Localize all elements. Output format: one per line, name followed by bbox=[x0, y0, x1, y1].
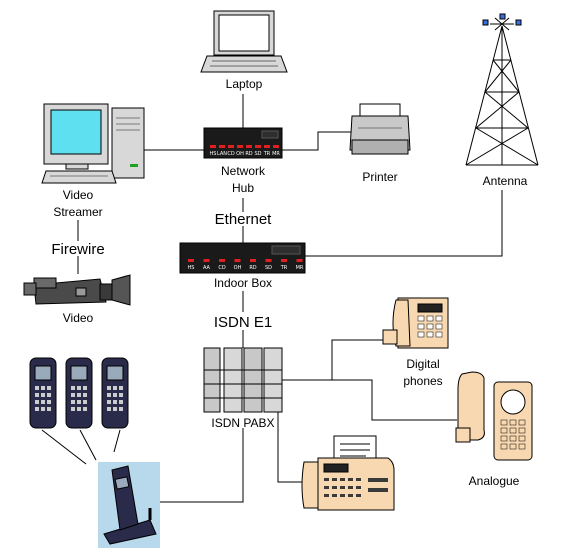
indoor-box-led-label: RD bbox=[249, 265, 256, 271]
indoor-box-led bbox=[188, 259, 194, 262]
laptop-icon bbox=[200, 10, 288, 73]
analogue-label: Analogue bbox=[469, 474, 520, 488]
indoor-box-led-label: CD bbox=[218, 265, 225, 271]
pabx-analogue-wire bbox=[282, 379, 457, 421]
digital-phones-label-line1: Digital bbox=[406, 357, 439, 371]
cordless-phone-icon bbox=[98, 462, 160, 548]
hub-led-label: OH bbox=[236, 151, 244, 157]
fax-machine-icon bbox=[301, 435, 395, 511]
indoor-box-led-label: SD bbox=[265, 265, 272, 271]
hub-led-label: SD bbox=[254, 151, 261, 157]
indoor-box-icon: HS AA CD OH RD SD TR MR bbox=[179, 242, 306, 274]
hub-printer-wire bbox=[282, 131, 352, 151]
printer-icon bbox=[349, 103, 411, 155]
hub-led-label: HS bbox=[210, 151, 217, 157]
isdn-e1-label: ISDN E1 bbox=[214, 314, 272, 331]
pabx-cordless-wire bbox=[160, 428, 244, 503]
hub-led-label: LAN bbox=[217, 151, 227, 157]
mobile-handset-icon bbox=[65, 357, 93, 429]
indoor-box-led-label: TR bbox=[280, 265, 288, 271]
printer-label: Printer bbox=[362, 170, 397, 184]
signal-line-2 bbox=[79, 429, 97, 461]
signal-line-1 bbox=[41, 429, 87, 465]
hub-led bbox=[273, 145, 279, 148]
indoor-box-led-label: MR bbox=[296, 265, 304, 271]
hub-led bbox=[237, 145, 243, 148]
mobile-handset-icon bbox=[29, 357, 57, 429]
digital-phone-icon bbox=[382, 297, 449, 349]
video-streamer-label-line2: Streamer bbox=[53, 205, 102, 219]
mobile-handsets-group bbox=[29, 357, 129, 429]
hub-led bbox=[228, 145, 234, 148]
firewire-label: Firewire bbox=[51, 241, 104, 258]
ethernet-label: Ethernet bbox=[215, 211, 273, 228]
indoor-box-led-label: AA bbox=[203, 265, 211, 271]
hub-led bbox=[210, 145, 216, 148]
hub-led bbox=[219, 145, 225, 148]
indoor-box-label: Indoor Box bbox=[214, 276, 272, 290]
digital-phones-label-line2: phones bbox=[403, 374, 442, 388]
indoor-box-led-label: HS bbox=[188, 265, 195, 271]
hub-led bbox=[246, 145, 252, 148]
hub-led bbox=[264, 145, 270, 148]
hub-led-label: RD bbox=[245, 151, 252, 157]
indoor-box-led bbox=[203, 259, 210, 262]
video-camera-icon bbox=[23, 274, 131, 306]
mobile-handset-icon bbox=[101, 357, 129, 429]
video-streamer-label-line1: Video bbox=[63, 188, 94, 202]
video-camera-label: Video bbox=[63, 311, 94, 325]
antenna-icon bbox=[465, 13, 539, 166]
network-hub-label-line2: Hub bbox=[232, 181, 254, 195]
indoor-box-led-label: OH bbox=[234, 265, 242, 271]
analogue-phone-icon bbox=[455, 371, 533, 461]
indoor-box-led bbox=[296, 259, 303, 262]
hub-led-label: CD bbox=[227, 151, 234, 157]
network-hub-label-line1: Network bbox=[221, 164, 266, 178]
indoor-box-led bbox=[265, 259, 272, 262]
laptop-label: Laptop bbox=[226, 77, 263, 91]
indoor-box-led bbox=[250, 259, 256, 262]
antenna-label: Antenna bbox=[483, 174, 528, 188]
video-streamer-icon bbox=[41, 103, 145, 184]
hub-led-label: MR bbox=[272, 151, 280, 157]
indoorbox-antenna-wire bbox=[305, 190, 503, 257]
indoor-box-led bbox=[281, 259, 287, 262]
pabx-digital-wire bbox=[282, 339, 383, 381]
isdn-pabx-icon bbox=[203, 347, 283, 413]
isdn-pabx-label: ISDN PABX bbox=[211, 416, 274, 430]
signal-line-3 bbox=[113, 429, 121, 453]
hub-led bbox=[255, 145, 261, 148]
indoor-box-led bbox=[234, 259, 241, 262]
connection-lines bbox=[41, 94, 503, 503]
indoor-box-led bbox=[219, 259, 225, 262]
hub-led-label: TR bbox=[263, 151, 271, 157]
